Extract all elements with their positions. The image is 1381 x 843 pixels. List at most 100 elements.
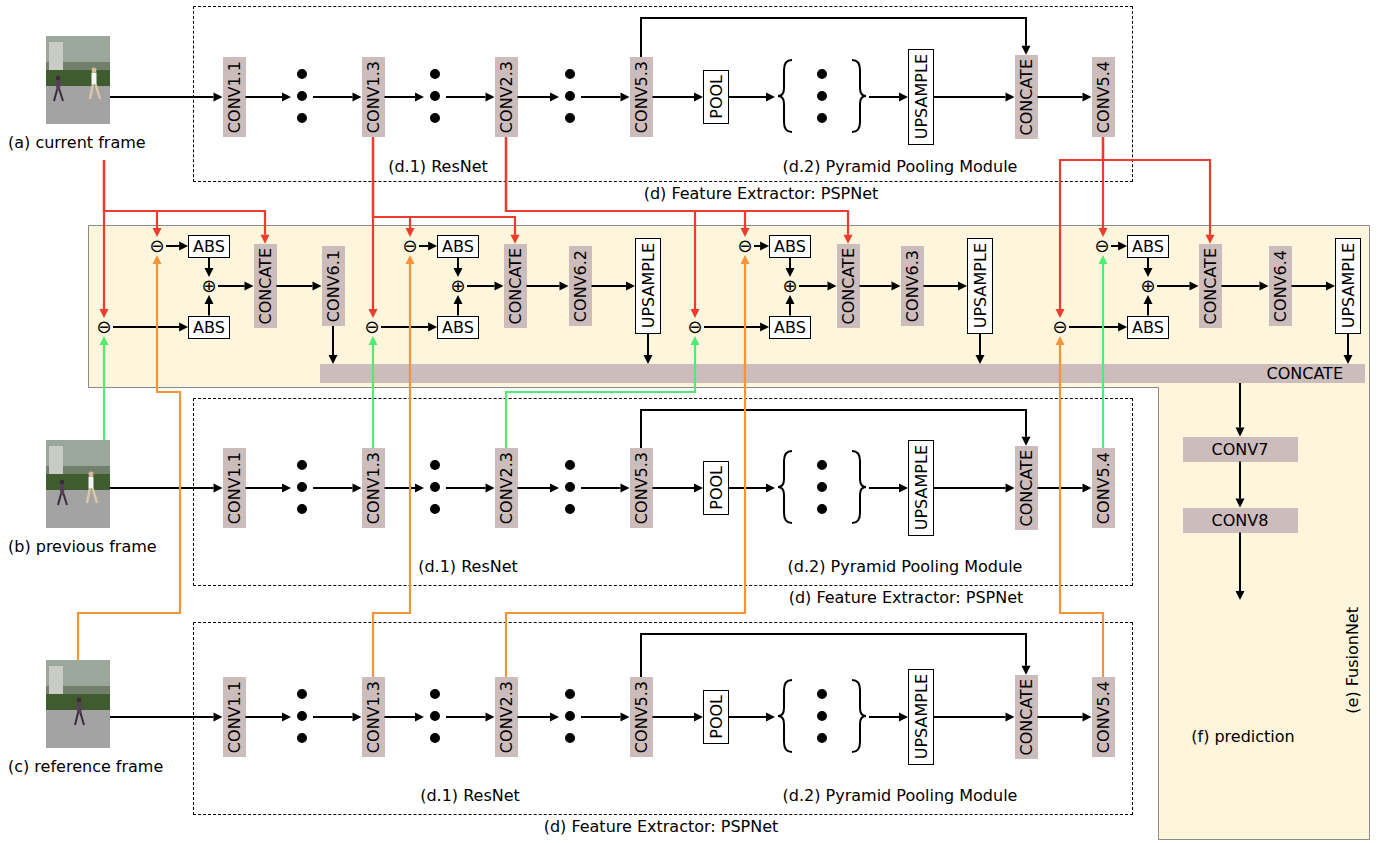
arrowhead	[1206, 235, 1215, 244]
connector-line	[208, 258, 210, 269]
label-text: ABS	[1132, 318, 1164, 337]
connector-line	[506, 137, 695, 309]
arrowhead	[100, 309, 109, 318]
frame-picture	[46, 440, 110, 528]
layer-box: CONV7	[1183, 437, 1298, 462]
ellipsis-dots	[817, 69, 827, 123]
feature-extractor-box: (d) Feature Extractor: PSPNetCONV1.1CONV…	[193, 6, 1133, 182]
arrowhead	[261, 235, 270, 244]
text-holder: (d.2) Pyramid Pooling Module	[788, 557, 1023, 576]
arrowhead	[621, 713, 630, 722]
label-text: ABS	[193, 237, 225, 256]
connector	[218, 282, 254, 291]
arrowhead	[486, 713, 495, 722]
scene-trees	[46, 440, 110, 528]
region-fill	[89, 226, 1370, 840]
connector	[246, 713, 362, 722]
connector	[1236, 383, 1245, 437]
connector-line	[653, 487, 695, 489]
ellipsis-dots	[297, 69, 827, 743]
arrowhead	[1022, 46, 1031, 55]
label-text: CONV5.3	[632, 681, 651, 753]
arrowhead	[1056, 309, 1065, 318]
connector	[204, 258, 213, 278]
connector-line	[653, 716, 695, 718]
connector-line	[647, 334, 649, 355]
label-text: (c) reference frame	[8, 757, 163, 776]
text-holder: (d) Feature Extractor: PSPNet	[789, 588, 1024, 607]
arrowhead	[741, 228, 750, 237]
arrowhead	[976, 355, 985, 364]
label-text: CONCATE	[1017, 679, 1036, 756]
connector	[934, 93, 1015, 102]
connector	[1236, 462, 1245, 508]
abs-box: ABS	[1127, 235, 1169, 258]
connector-line	[1111, 245, 1118, 247]
frame-picture	[46, 660, 110, 748]
ellipsis-dots	[430, 460, 440, 514]
arrowhead	[766, 712, 775, 721]
label-text: ⊖	[687, 318, 702, 336]
person-head	[56, 76, 61, 81]
connector-line	[729, 487, 899, 489]
arrowhead	[766, 483, 775, 492]
arrowhead	[406, 228, 415, 237]
connector	[453, 295, 462, 316]
connector	[113, 323, 188, 332]
connector-line	[1157, 285, 1190, 287]
person-legs	[75, 713, 84, 725]
label-text: UPSAMPLE	[912, 54, 931, 139]
label-text: ⊕	[201, 277, 216, 295]
arrowhead	[550, 484, 559, 493]
arrowhead	[204, 268, 213, 277]
label-text: CONV5.4	[1094, 452, 1113, 524]
connector-line	[1222, 285, 1260, 287]
connector	[385, 93, 495, 102]
section-label: (d.1) ResNet	[388, 157, 488, 176]
arrowhead	[1083, 93, 1092, 102]
section-label: (d.1) ResNet	[418, 557, 518, 576]
scene-trees	[46, 36, 110, 124]
connector-line	[110, 487, 214, 489]
arrowhead	[1099, 255, 1108, 264]
label-text: ABS	[774, 318, 806, 337]
text-holder: (d.2) Pyramid Pooling Module	[783, 157, 1018, 176]
label-text: (a) current frame	[8, 133, 146, 152]
arrowhead	[626, 281, 635, 290]
region-outline	[88, 225, 1370, 840]
input-frame: (c) reference frame	[46, 660, 110, 748]
connector-line	[110, 716, 214, 718]
ellipsis-dots	[297, 69, 307, 123]
arrowhead	[691, 309, 700, 318]
label-text: UPSAMPLE	[912, 445, 931, 530]
label-text: CONV1.3	[364, 452, 383, 524]
arrowhead	[741, 255, 750, 264]
connector-line	[729, 96, 899, 98]
connector	[104, 160, 270, 244]
arrowhead	[766, 92, 775, 101]
scene-hedge	[46, 70, 110, 86]
label-text: ABS	[442, 237, 474, 256]
arrowhead	[621, 484, 630, 493]
connector-line	[789, 304, 791, 316]
connector	[1143, 295, 1152, 316]
connector	[110, 484, 223, 493]
connector-line	[113, 326, 179, 328]
arrowhead	[785, 268, 794, 277]
connector-line	[653, 96, 695, 98]
person-body	[60, 485, 64, 495]
connector-line	[518, 716, 621, 718]
arrowhead	[453, 268, 462, 277]
operator-symbol: ⊕	[1139, 277, 1157, 295]
connector-line	[385, 716, 486, 718]
connector	[100, 160, 109, 318]
arrowhead	[760, 242, 769, 251]
operator-symbol: ⊖	[401, 237, 419, 255]
label-text: ABS	[193, 318, 225, 337]
label-text: CONCATE	[1017, 450, 1036, 527]
arrowhead	[353, 484, 362, 493]
label-text: ⊖	[1052, 318, 1067, 336]
text-holder: (a) current frame	[8, 133, 146, 152]
ellipsis-dots	[297, 460, 307, 514]
layer-box: CONV1.1	[223, 448, 246, 528]
